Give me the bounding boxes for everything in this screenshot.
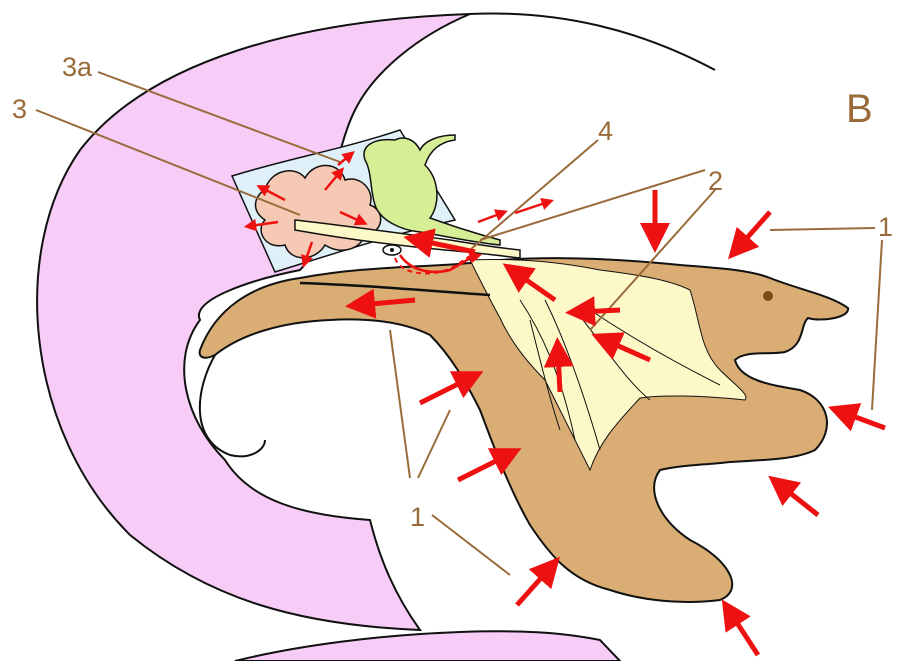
- eye-dot: [763, 291, 773, 301]
- label-2: 2: [708, 166, 723, 196]
- bottom-pink-shape: [235, 631, 620, 661]
- label-1-bottom-left: 1: [410, 502, 425, 532]
- label-4: 4: [598, 116, 613, 146]
- panel-letter: B: [846, 87, 873, 131]
- body-curl: [200, 355, 265, 456]
- outer-arc-line: [470, 13, 715, 70]
- label-1-right: 1: [878, 212, 893, 242]
- label-3a: 3a: [62, 52, 93, 82]
- label-3: 3: [12, 94, 27, 124]
